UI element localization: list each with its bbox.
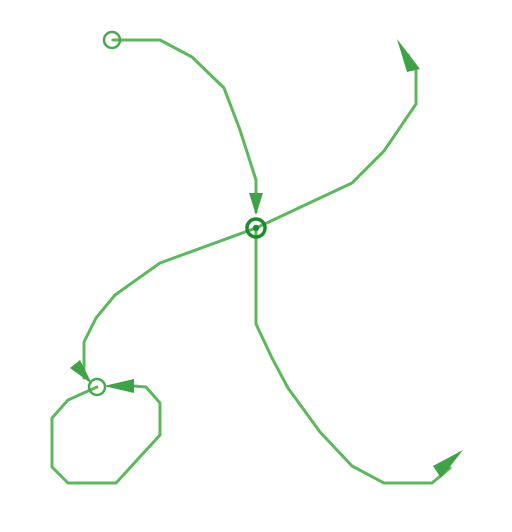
arrowhead-bottom-right (433, 450, 463, 478)
edge-start-to-hub (111, 38, 258, 214)
edge-hub-to-bottom-right (254, 226, 452, 485)
arrowhead-loop-self (104, 379, 134, 393)
edge-loop-self (50, 383, 162, 485)
start-node-circle (102, 30, 122, 50)
center-hub-dot (252, 224, 260, 232)
arrowhead-hub-from-start (249, 193, 263, 215)
loop-node-circle (87, 377, 107, 397)
arrowhead-top-right (397, 39, 420, 72)
center-hub-circle (245, 217, 267, 239)
arrowhead-loop-from-hub (70, 360, 92, 384)
